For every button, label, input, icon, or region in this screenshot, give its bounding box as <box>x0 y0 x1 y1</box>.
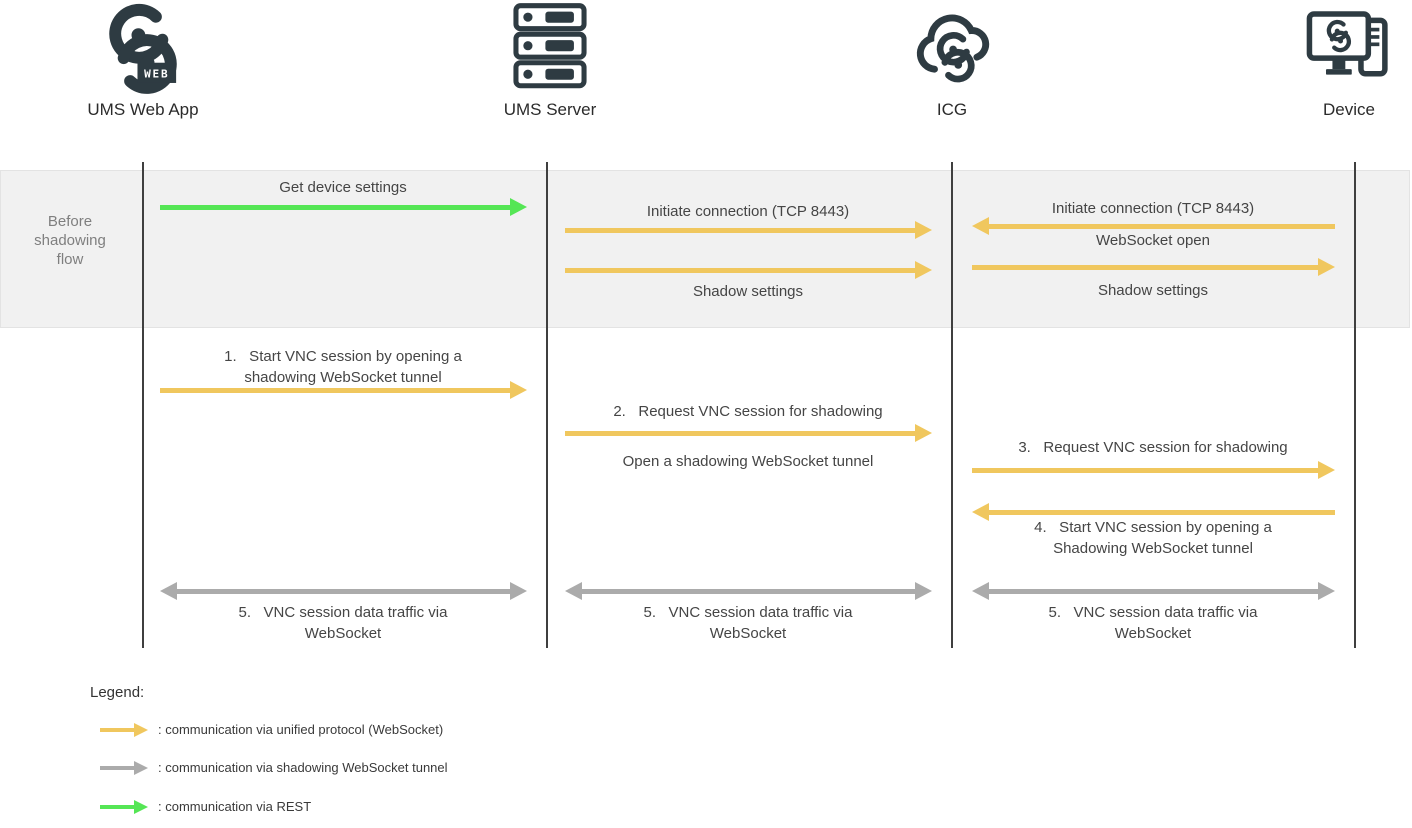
msg-initiate-connection-device-icg: Initiate connection (TCP 8443) <box>1051 200 1255 217</box>
legend-gray-arrow-icon <box>100 761 148 775</box>
msg-step5-col1-line1: 5. VNC session data traffic via <box>238 604 448 621</box>
before-shadowing-band <box>0 170 1410 328</box>
legend-title: Legend: <box>90 684 145 701</box>
msg-step5-col2-line2: WebSocket <box>709 625 787 642</box>
msg-shadow-settings-icg-device: Shadow settings <box>1097 282 1209 299</box>
msg-step5-col2: 5. VNC session data traffic via WebSocke… <box>588 602 908 644</box>
msg-step5-col2-line1: 5. VNC session data traffic via <box>643 604 853 621</box>
msg-step3: 3. Request VNC session for shadowing <box>1018 439 1288 456</box>
arrow-step1 <box>160 381 527 399</box>
lifeline-ums-server <box>546 162 548 648</box>
legend-item-rest: : communication via REST <box>158 799 312 814</box>
msg-step1-line2: shadowing WebSocket tunnel <box>244 369 442 386</box>
arrow-step5-ums-icg <box>565 582 932 600</box>
msg-step4-line1: 4. Start VNC session by opening a <box>1034 519 1272 536</box>
msg-step5-col3-line1: 5. VNC session data traffic via <box>1048 604 1258 621</box>
actor-label-icg: ICG <box>936 100 968 119</box>
legend-yellow-arrow-icon <box>100 723 148 737</box>
arrow-initiate-connection-device-icg <box>972 217 1335 235</box>
lifeline-ums-web-app <box>142 162 144 648</box>
arrow-initiate-connection-ums-icg <box>565 221 932 239</box>
msg-step4-line2: Shadowing WebSocket tunnel <box>1053 540 1253 557</box>
actor-label-device: Device <box>1323 100 1375 119</box>
phase-label: Before shadowing flow <box>34 213 106 268</box>
actor-icg: ICG <box>852 2 1052 120</box>
igel-web-logo-icon: WEB <box>109 3 177 94</box>
msg-step5-col1: 5. VNC session data traffic via WebSocke… <box>183 602 503 644</box>
actor-label-ums-server: UMS Server <box>503 100 597 119</box>
cloud-chain-icon <box>916 14 990 83</box>
actor-ums-server: UMS Server <box>450 2 650 120</box>
actor-ums-web-app: WEB UMS Web App <box>43 2 243 120</box>
actor-label-ums-web-app: UMS Web App <box>87 100 199 119</box>
server-icon <box>513 3 587 89</box>
msg-step5-col1-line2: WebSocket <box>304 625 382 642</box>
msg-step5-col3: 5. VNC session data traffic via WebSocke… <box>993 602 1313 644</box>
device-icon <box>1306 11 1388 77</box>
arrow-shadow-settings-icg-device <box>972 258 1335 276</box>
arrow-shadow-settings-ums-icg <box>565 261 932 279</box>
msg-step1: 1. Start VNC session by opening a shadow… <box>183 346 503 388</box>
msg-websocket-open: WebSocket open <box>1096 232 1210 249</box>
web-badge-text: WEB <box>144 67 169 80</box>
arrow-get-device-settings <box>160 198 527 216</box>
msg-step2-sub: Open a shadowing WebSocket tunnel <box>622 453 874 470</box>
msg-step5-col3-line2: WebSocket <box>1114 625 1192 642</box>
arrow-step2 <box>565 424 932 442</box>
msg-step1-line1: 1. Start VNC session by opening a <box>224 348 462 365</box>
msg-step2: 2. Request VNC session for shadowing <box>613 403 883 420</box>
arrow-step4 <box>972 503 1335 521</box>
legend-item-unified-protocol: : communication via unified protocol (We… <box>158 722 444 737</box>
arrow-step3 <box>972 461 1335 479</box>
arrow-step5-webapp-ums <box>160 582 527 600</box>
lifeline-icg <box>951 162 953 648</box>
msg-get-device-settings: Get device settings <box>279 179 407 196</box>
lifeline-device <box>1354 162 1356 648</box>
web-badge <box>137 62 177 83</box>
msg-initiate-connection-ums-icg: Initiate connection (TCP 8443) <box>646 203 850 220</box>
actor-device: Device <box>1249 2 1412 120</box>
arrow-step5-icg-device <box>972 582 1335 600</box>
msg-step4: 4. Start VNC session by opening a Shadow… <box>993 517 1313 559</box>
legend-green-arrow-icon <box>100 800 148 814</box>
msg-shadow-settings-ums-icg: Shadow settings <box>692 283 804 300</box>
legend-item-shadowing-tunnel: : communication via shadowing WebSocket … <box>158 760 448 775</box>
